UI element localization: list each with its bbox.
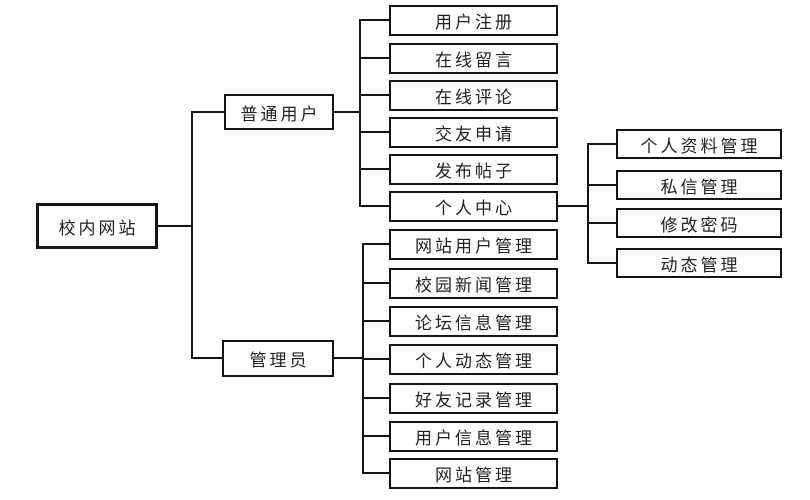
node-personal-center: 个人中心 [389, 191, 558, 222]
node-change-password: 修改密码 [616, 208, 782, 238]
node-post-publish: 发布帖子 [389, 154, 558, 185]
node-forum-info-mgmt: 论坛信息管理 [389, 306, 558, 337]
node-site-mgmt: 网站管理 [389, 458, 558, 489]
node-administrator: 管理员 [222, 340, 334, 377]
node-personal-activity-mgmt: 个人动态管理 [389, 344, 558, 375]
node-campus-news-mgmt: 校园新闻管理 [389, 268, 558, 299]
node-regular-user: 普通用户 [224, 94, 334, 130]
regular-user-connectors [333, 19, 390, 207]
node-online-message: 在线留言 [389, 43, 558, 74]
node-user-register: 用户注册 [389, 5, 558, 36]
node-profile-mgmt: 个人资料管理 [616, 129, 782, 159]
admin-connectors [333, 243, 390, 474]
node-activity-mgmt: 动态管理 [616, 248, 782, 278]
node-site-user-mgmt: 网站用户管理 [389, 229, 558, 260]
node-online-comment: 在线评论 [389, 80, 558, 111]
personal-center-connectors [557, 143, 617, 264]
node-friend-record-mgmt: 好友记录管理 [389, 383, 558, 414]
node-friend-request: 交友申请 [389, 117, 558, 148]
root-connectors [157, 111, 225, 359]
node-campus-website: 校内网站 [36, 203, 158, 249]
node-user-info-mgmt: 用户信息管理 [389, 421, 558, 452]
node-private-msg-mgmt: 私信管理 [616, 170, 782, 200]
